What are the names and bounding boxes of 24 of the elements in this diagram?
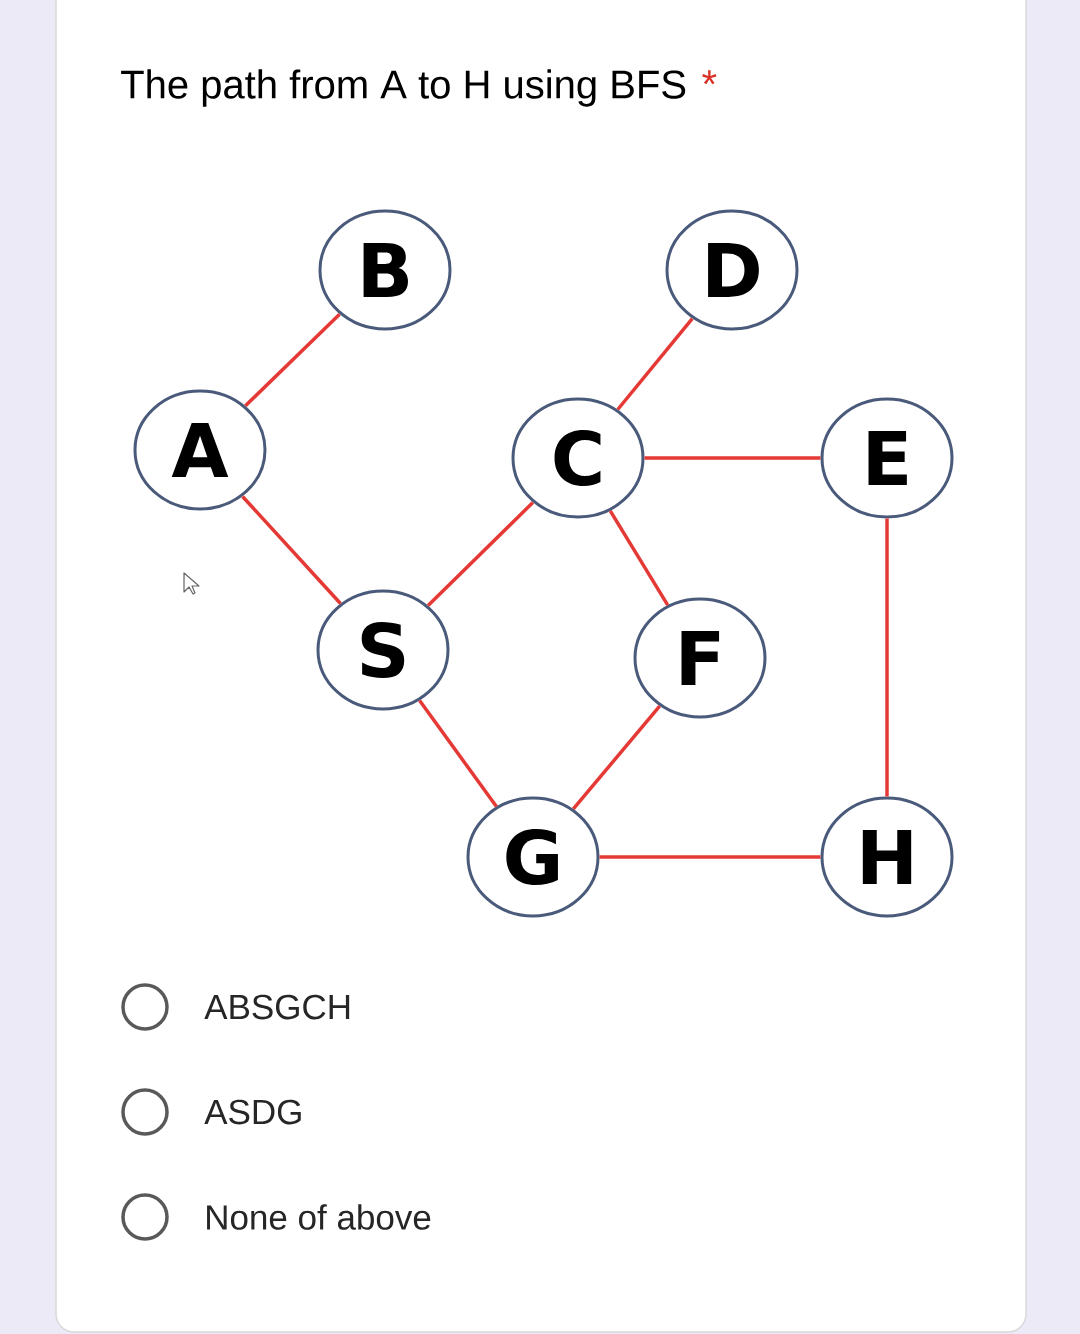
question-title: The path from A to H using BFS bbox=[121, 69, 686, 107]
graph-node: S bbox=[316, 589, 450, 711]
option-label: ABSGCH bbox=[204, 994, 350, 1020]
graph-node: F bbox=[633, 597, 767, 719]
graph-edge bbox=[241, 495, 342, 605]
graph-edge bbox=[608, 510, 670, 607]
graph-edge bbox=[616, 317, 694, 411]
option-label: ASDG bbox=[204, 1099, 301, 1125]
graph-edge bbox=[418, 699, 498, 808]
graph-node: G bbox=[466, 796, 600, 918]
required-mark: * bbox=[702, 70, 717, 85]
graph-edge bbox=[426, 501, 535, 607]
graph-edge bbox=[599, 855, 821, 859]
graph-node: B bbox=[318, 209, 452, 331]
graph-node: E bbox=[820, 397, 954, 519]
option-label: None of above bbox=[207, 1204, 431, 1230]
graph-edge bbox=[244, 312, 341, 408]
graph-edge bbox=[644, 456, 821, 460]
graph-node: D bbox=[665, 209, 799, 331]
graph-edge bbox=[572, 704, 661, 811]
graph-node: A bbox=[133, 389, 267, 511]
graph-node: C bbox=[511, 397, 645, 519]
graph-edge bbox=[885, 518, 889, 797]
graph-node: H bbox=[820, 796, 954, 918]
